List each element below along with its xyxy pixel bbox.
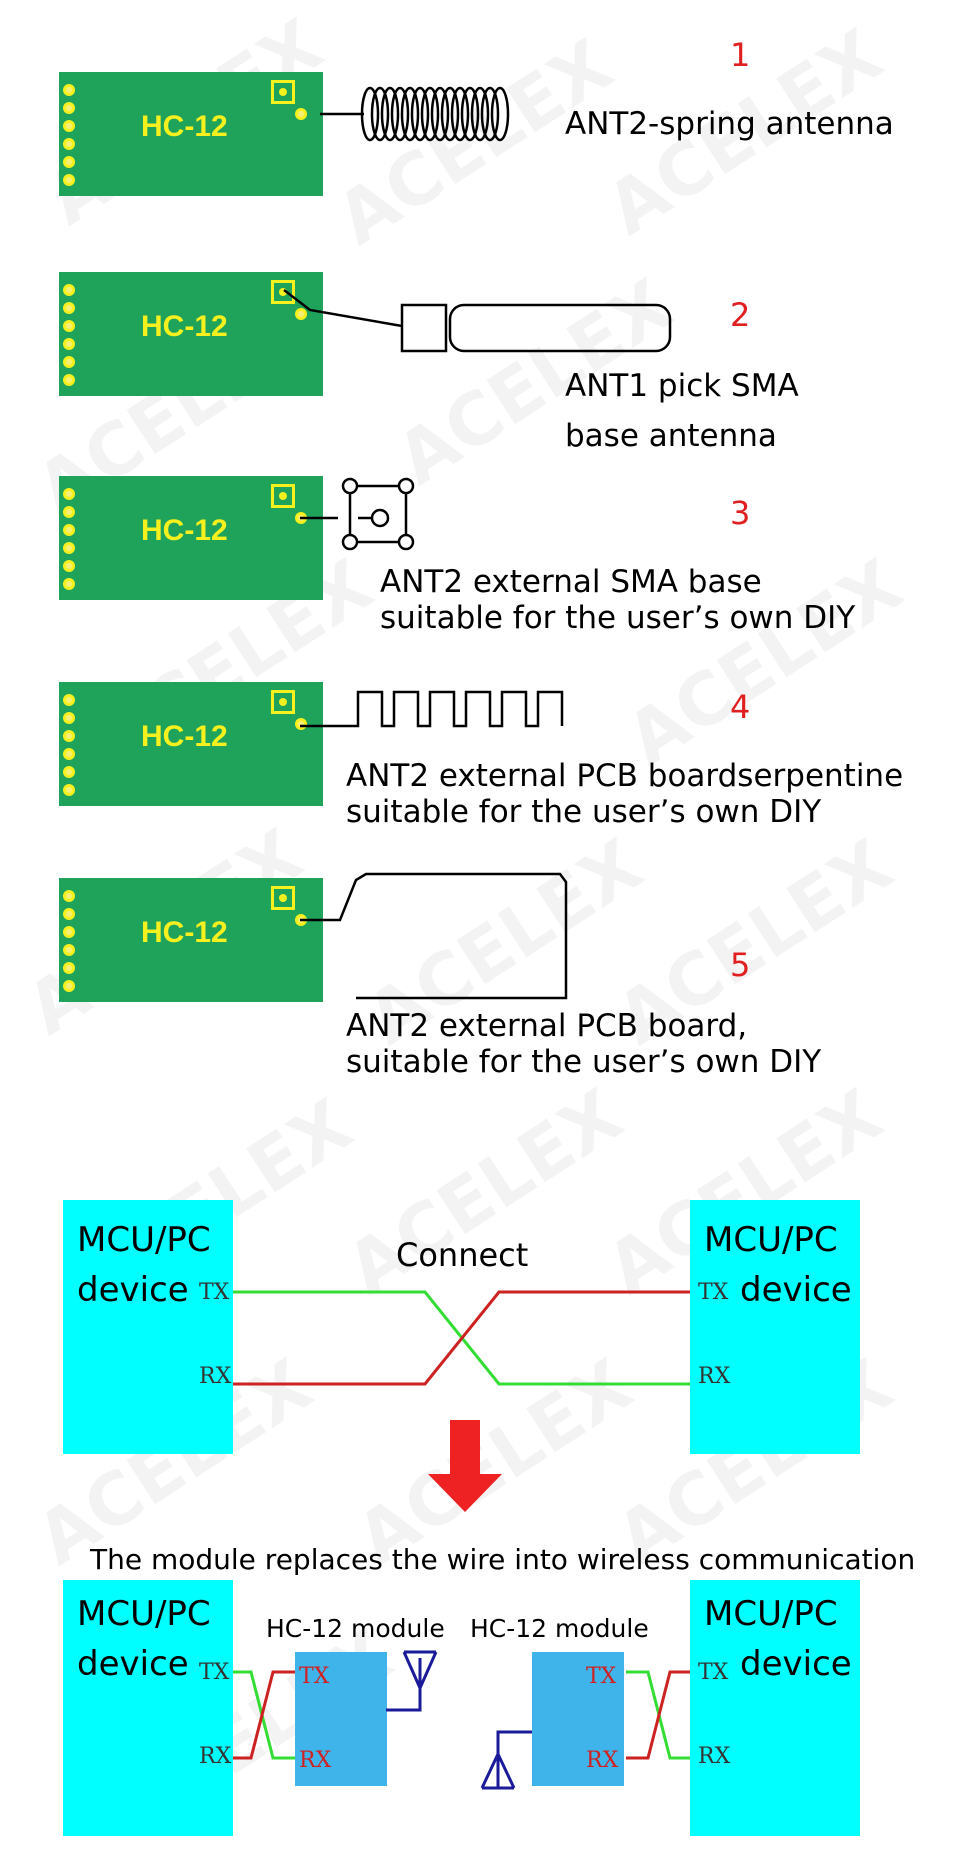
hc12-board: HC-12 [59,72,323,196]
option-caption-line1: ANT1 pick SMA [565,368,799,404]
crossed-wires [233,1290,690,1386]
rx-label: RX [586,1748,619,1773]
option-number: 1 [730,36,751,74]
option-caption-line1: ANT2 external SMA base [380,564,762,600]
down-arrow-icon [428,1420,502,1512]
board-label: HC-12 [141,720,228,753]
tx-label: TX [586,1664,617,1689]
module-label-left: HC-12 module [266,1614,445,1643]
option-caption-line2: suitable for the user’s own DIY [346,1044,822,1080]
antenna-icon-right [480,1730,532,1790]
option-number: 5 [730,946,751,984]
wireless-caption: The module replaces the wire into wirele… [90,1543,916,1576]
hc12-module-right: TX RX [532,1652,624,1786]
board-label: HC-12 [141,110,228,143]
tx-label: TX [199,1660,230,1685]
option-caption-line1: ANT2 external PCB board, [346,1008,748,1044]
antenna-icon-left [386,1650,438,1712]
tx-label: TX [698,1280,729,1305]
crossed-wires-left [233,1670,295,1760]
hc12-board: HC-12 [59,682,323,806]
hc12-board: HC-12 [59,878,323,1002]
option-number: 4 [730,688,751,726]
option-caption-line1: ANT2 external PCB boardserpentine [346,758,904,794]
serpentine-antenna-icon [300,690,564,728]
hc12-board: HC-12 [59,272,323,396]
option-caption-line2: suitable for the user’s own DIY [346,794,822,830]
option-caption-line2: suitable for the user’s own DIY [380,600,856,636]
hc12-board: HC-12 [59,476,323,600]
board-label: HC-12 [141,916,228,949]
board-label: HC-12 [141,310,228,343]
rx-label: RX [698,1364,731,1389]
tx-label: TX [299,1664,330,1689]
device-block-left: MCU/PC device TX RX [63,1580,233,1836]
module-label-right: HC-12 module [470,1614,649,1643]
device-block-right: MCU/PC device TX RX [690,1200,860,1454]
rx-label: RX [299,1748,332,1773]
sma-base-icon [300,477,415,551]
board-label: HC-12 [141,514,228,547]
rx-label: RX [698,1744,731,1769]
sma-antenna-icon [283,289,672,353]
device-block-right: MCU/PC device TX RX [690,1580,860,1836]
option-number: 2 [730,296,751,334]
tx-label: TX [199,1280,230,1305]
tx-label: TX [698,1660,729,1685]
option-caption-line2: base antenna [565,418,777,454]
connect-label: Connect [396,1236,529,1274]
rx-label: RX [199,1744,232,1769]
rx-label: RX [199,1364,232,1389]
crossed-wires-right [626,1670,690,1760]
spring-antenna-icon [320,86,510,142]
hc12-module-left: TX RX [295,1652,387,1786]
option-number: 3 [730,494,751,532]
device-block-left: MCU/PC device TX RX [63,1200,233,1454]
option-caption-line1: ANT2-spring antenna [565,106,894,142]
pcb-loop-antenna-icon [300,872,568,1000]
